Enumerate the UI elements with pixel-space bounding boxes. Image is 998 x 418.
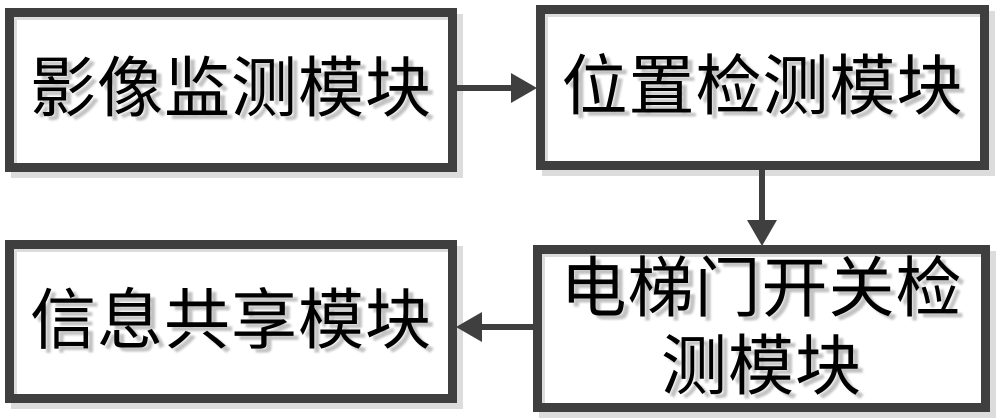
box-position-detection-module: 位置检测模块 (536, 5, 989, 170)
connector-line-position-to-door-detection (759, 170, 765, 222)
box-label: 影像监测模块 (30, 53, 432, 126)
arrow-down-icon (747, 220, 777, 246)
connector-line-monitoring-to-position (456, 85, 514, 91)
arrow-left-icon (456, 312, 482, 342)
box-elevator-door-detection-module: 电梯门开关检 测模块 (533, 245, 990, 412)
arrow-right-icon (511, 73, 537, 103)
box-image-monitoring-module: 影像监测模块 (5, 8, 457, 172)
connector-line-door-detection-to-sharing (480, 324, 536, 330)
box-label: 信息共享模块 (30, 284, 432, 358)
box-information-sharing-module: 信息共享模块 (5, 240, 457, 403)
box-label-line-1: 电梯门开关检 (560, 252, 963, 326)
box-label-line-2: 测模块 (661, 330, 862, 404)
box-label: 位置检测模块 (561, 50, 964, 124)
